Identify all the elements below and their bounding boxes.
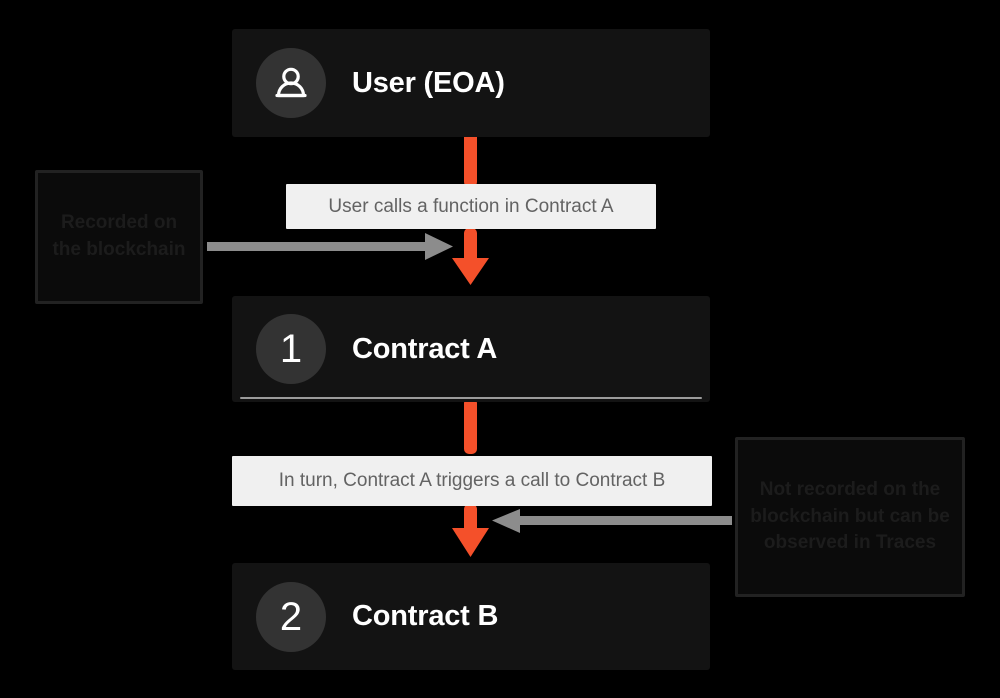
badge-contract-a-number: 1 [279,327,303,371]
node-contract-b[interactable]: 2 Contract B [232,563,710,670]
node-contract-a[interactable]: 1 Contract A [232,296,710,402]
badge-contract-b-number: 2 [279,594,303,639]
edge-label-contract-a-to-contract-b-text: In turn, Contract A triggers a call to C… [278,470,666,491]
node-contract-a-label: Contract A [352,332,498,365]
node-user[interactable]: User (EOA) [232,29,710,137]
gray-arrow-right [207,233,453,260]
annotation-recorded-on-blockchain: Recorded on the blockchain [35,170,203,304]
edge-label-user-to-contract-a-text: User calls a function in Contract A [328,195,614,217]
badge-contract-a: 1 [256,314,326,384]
annotation-recorded-text: Recorded on the blockchain [52,212,186,260]
orange-arrow-label-to-contract-b [452,504,489,557]
annotation-not-recorded-text: Not recorded on the blockchain but can b… [750,478,950,554]
node-contract-b-label: Contract B [352,600,499,632]
node-user-label: User (EOA) [352,66,505,99]
badge-contract-b: 2 [256,581,326,652]
edge-label-contract-a-to-contract-b: In turn, Contract A triggers a call to C… [232,456,712,506]
orange-arrow-user-to-label [464,131,477,187]
orange-arrow-contract-a-to-label [464,398,477,454]
person-icon-circle [256,48,326,118]
person-icon [275,67,307,98]
edge-label-user-to-contract-a: User calls a function in Contract A [286,184,656,229]
gray-arrow-left [492,509,732,533]
annotation-not-recorded-on-blockchain: Not recorded on the blockchain but can b… [735,437,965,597]
orange-arrow-label-to-contract-a [452,228,489,285]
